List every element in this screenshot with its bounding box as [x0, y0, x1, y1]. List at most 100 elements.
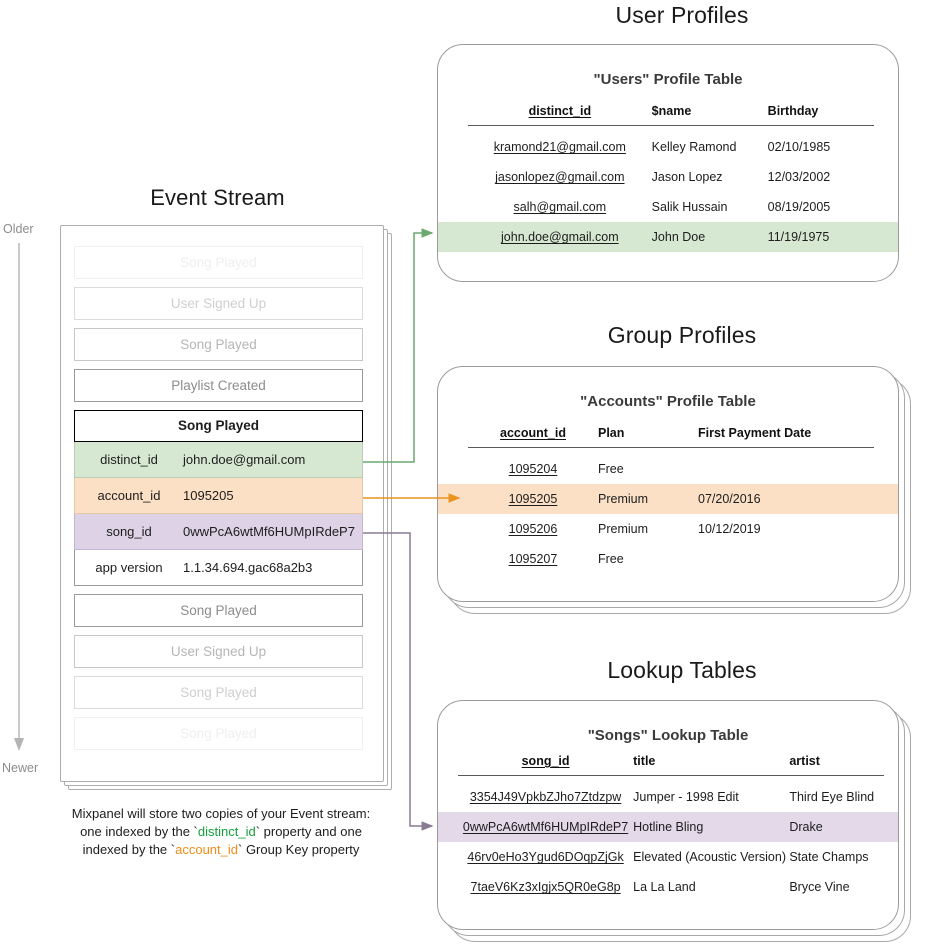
table-row[interactable]: 46rv0eHo3Ygud6DOqpZjGk Elevated (Acousti…	[458, 842, 884, 872]
event-property-song-id: song_id 0wwPcA6wtMf6HUMpIRdeP7	[74, 514, 363, 550]
table-row[interactable]: 1095204 Free	[468, 454, 874, 484]
songs-table-rule	[458, 775, 884, 777]
column-header-first-payment: First Payment Date	[698, 426, 812, 440]
cell-account-id: 1095206	[508, 522, 558, 537]
accounts-profile-panel: "Accounts" Profile Table account_id Plan…	[437, 366, 899, 602]
section-title-user-profiles: User Profiles	[615, 2, 749, 28]
event-property-app-version: app version 1.1.34.694.gac68a2b3	[74, 550, 363, 586]
event-row[interactable]: Song Played	[74, 717, 363, 750]
cell-plan: Premium	[598, 522, 649, 537]
caption-account-id: account_id	[175, 842, 238, 857]
cell-song-id: 7taeV6Kz3xIgjx5QR0eG8p	[470, 880, 621, 895]
caption-text: indexed by the `	[82, 842, 176, 857]
cell-birthday: 11/19/1975	[767, 230, 830, 245]
event-row[interactable]: Playlist Created	[74, 369, 363, 402]
table-row[interactable]: 1095207 Free	[468, 544, 874, 574]
property-value: john.doe@gmail.com	[183, 452, 306, 467]
table-row[interactable]: kramond21@gmail.com Kelley Ramond 02/10/…	[468, 132, 874, 162]
cell-distinct-id: john.doe@gmail.com	[501, 230, 619, 245]
table-row[interactable]: 1095206 Premium 10/12/2019	[468, 514, 874, 544]
event-row[interactable]: User Signed Up	[74, 635, 363, 668]
cell-plan: Free	[598, 462, 624, 477]
column-header-birthday: Birthday	[767, 104, 819, 118]
property-value: 1095205	[183, 488, 234, 503]
cell-account-id: 1095207	[508, 552, 558, 567]
cell-plan: Premium	[598, 492, 649, 507]
event-row[interactable]: Song Played	[74, 246, 363, 279]
column-header-artist: artist	[789, 754, 820, 768]
cell-song-id: 46rv0eHo3Ygud6DOqpZjGk	[467, 850, 624, 865]
cell-artist: State Champs	[789, 850, 869, 865]
event-property-distinct-id: distinct_id john.doe@gmail.com	[74, 442, 363, 478]
caption-line-2: one indexed by the `distinct_id` propert…	[28, 823, 414, 841]
cell-birthday: 02/10/1985	[767, 140, 831, 155]
event-row[interactable]: Song Played	[74, 676, 363, 709]
expanded-event-card: Song Played distinct_id john.doe@gmail.c…	[74, 410, 363, 586]
accounts-table-rule	[468, 447, 874, 449]
cell-name: John Doe	[651, 230, 706, 245]
users-table-title: "Users" Profile Table	[593, 71, 743, 88]
table-row[interactable]: 7taeV6Kz3xIgjx5QR0eG8p La La Land Bryce …	[458, 872, 884, 902]
cell-distinct-id: jasonlopez@gmail.com	[495, 170, 625, 185]
column-header-name: $name	[651, 104, 692, 118]
cell-artist: Third Eye Blind	[789, 790, 875, 805]
table-row[interactable]: salh@gmail.com Salik Hussain 08/19/2005	[468, 192, 874, 222]
cell-song-id: 0wwPcA6wtMf6HUMpIRdeP7	[462, 820, 629, 835]
cell-account-id: 1095204	[508, 462, 558, 477]
property-key: app version	[95, 560, 163, 575]
row-highlight	[438, 222, 898, 253]
cell-song-id: 3354J49VpkbZJho7Ztdzpw	[469, 790, 622, 805]
event-property-account-id: account_id 1095205	[74, 478, 363, 514]
cell-title: Elevated (Acoustic Version)	[633, 850, 786, 865]
section-title-group-profiles: Group Profiles	[607, 322, 757, 348]
songs-lookup-panel-wrap: "Songs" Lookup Table song_id title artis…	[437, 700, 917, 950]
songs-table-header: song_id title artist	[458, 754, 884, 775]
cell-title: La La Land	[633, 880, 696, 895]
event-row[interactable]: User Signed Up	[74, 287, 363, 320]
accounts-profile-panel-wrap: "Accounts" Profile Table account_id Plan…	[437, 366, 917, 616]
table-row[interactable]: jasonlopez@gmail.com Jason Lopez 12/03/2…	[468, 162, 874, 192]
timeline-label-older: Older	[3, 222, 34, 236]
cell-distinct-id: salh@gmail.com	[513, 200, 607, 215]
cell-title: Hotline Bling	[633, 820, 704, 835]
accounts-table: account_id Plan First Payment Date 10952…	[438, 426, 898, 574]
users-profile-panel-wrap: "Users" Profile Table distinct_id $name …	[437, 44, 907, 284]
row-highlight	[438, 484, 898, 515]
users-profile-panel: "Users" Profile Table distinct_id $name …	[437, 44, 899, 282]
cell-plan: Free	[598, 552, 624, 567]
section-title-lookup-tables: Lookup Tables	[607, 657, 757, 683]
songs-table: song_id title artist 3354J49VpkbZJho7Ztd…	[438, 754, 898, 902]
caption-line-1: Mixpanel will store two copies of your E…	[71, 806, 371, 821]
songs-lookup-panel: "Songs" Lookup Table song_id title artis…	[437, 700, 899, 930]
table-row-highlighted[interactable]: john.doe@gmail.com John Doe 11/19/1975	[438, 222, 898, 253]
songs-table-title: "Songs" Lookup Table	[587, 727, 749, 744]
timeline-arrow-icon	[14, 243, 24, 751]
timeline-label-newer: Newer	[2, 761, 39, 775]
caption-distinct-id: distinct_id	[197, 824, 256, 839]
cell-name: Salik Hussain	[651, 200, 728, 215]
accounts-table-title: "Accounts" Profile Table	[580, 393, 756, 410]
users-table-header: distinct_id $name Birthday	[468, 104, 874, 125]
event-row[interactable]: Song Played	[74, 328, 363, 361]
table-row[interactable]: 3354J49VpkbZJho7Ztdzpw Jumper - 1998 Edi…	[458, 782, 884, 812]
property-key: distinct_id	[100, 452, 158, 467]
cell-artist: Drake	[789, 820, 823, 835]
event-row[interactable]: Song Played	[74, 594, 363, 627]
caption-line-3: indexed by the `account_id` Group Key pr…	[28, 841, 414, 859]
users-table-rule	[468, 125, 874, 127]
accounts-table-header: account_id Plan First Payment Date	[468, 426, 874, 447]
cell-title: Jumper - 1998 Edit	[633, 790, 739, 805]
stream-caption: Mixpanel will store two copies of your E…	[28, 805, 414, 859]
table-row-highlighted[interactable]: 1095205 Premium 07/20/2016	[438, 484, 898, 515]
column-header-distinct-id: distinct_id	[528, 104, 592, 118]
column-header-plan: Plan	[598, 426, 625, 440]
cell-name: Kelley Ramond	[651, 140, 737, 155]
property-key: account_id	[97, 488, 161, 503]
column-header-title: title	[633, 754, 656, 768]
column-header-song-id: song_id	[521, 754, 570, 768]
expanded-event-name[interactable]: Song Played	[74, 410, 363, 442]
table-row-highlighted[interactable]: 0wwPcA6wtMf6HUMpIRdeP7 Hotline Bling Dra…	[438, 812, 898, 843]
cell-birthday: 12/03/2002	[767, 170, 831, 185]
event-stream-list: Song Played User Signed Up Song Played P…	[74, 246, 363, 758]
property-key: song_id	[106, 524, 152, 539]
